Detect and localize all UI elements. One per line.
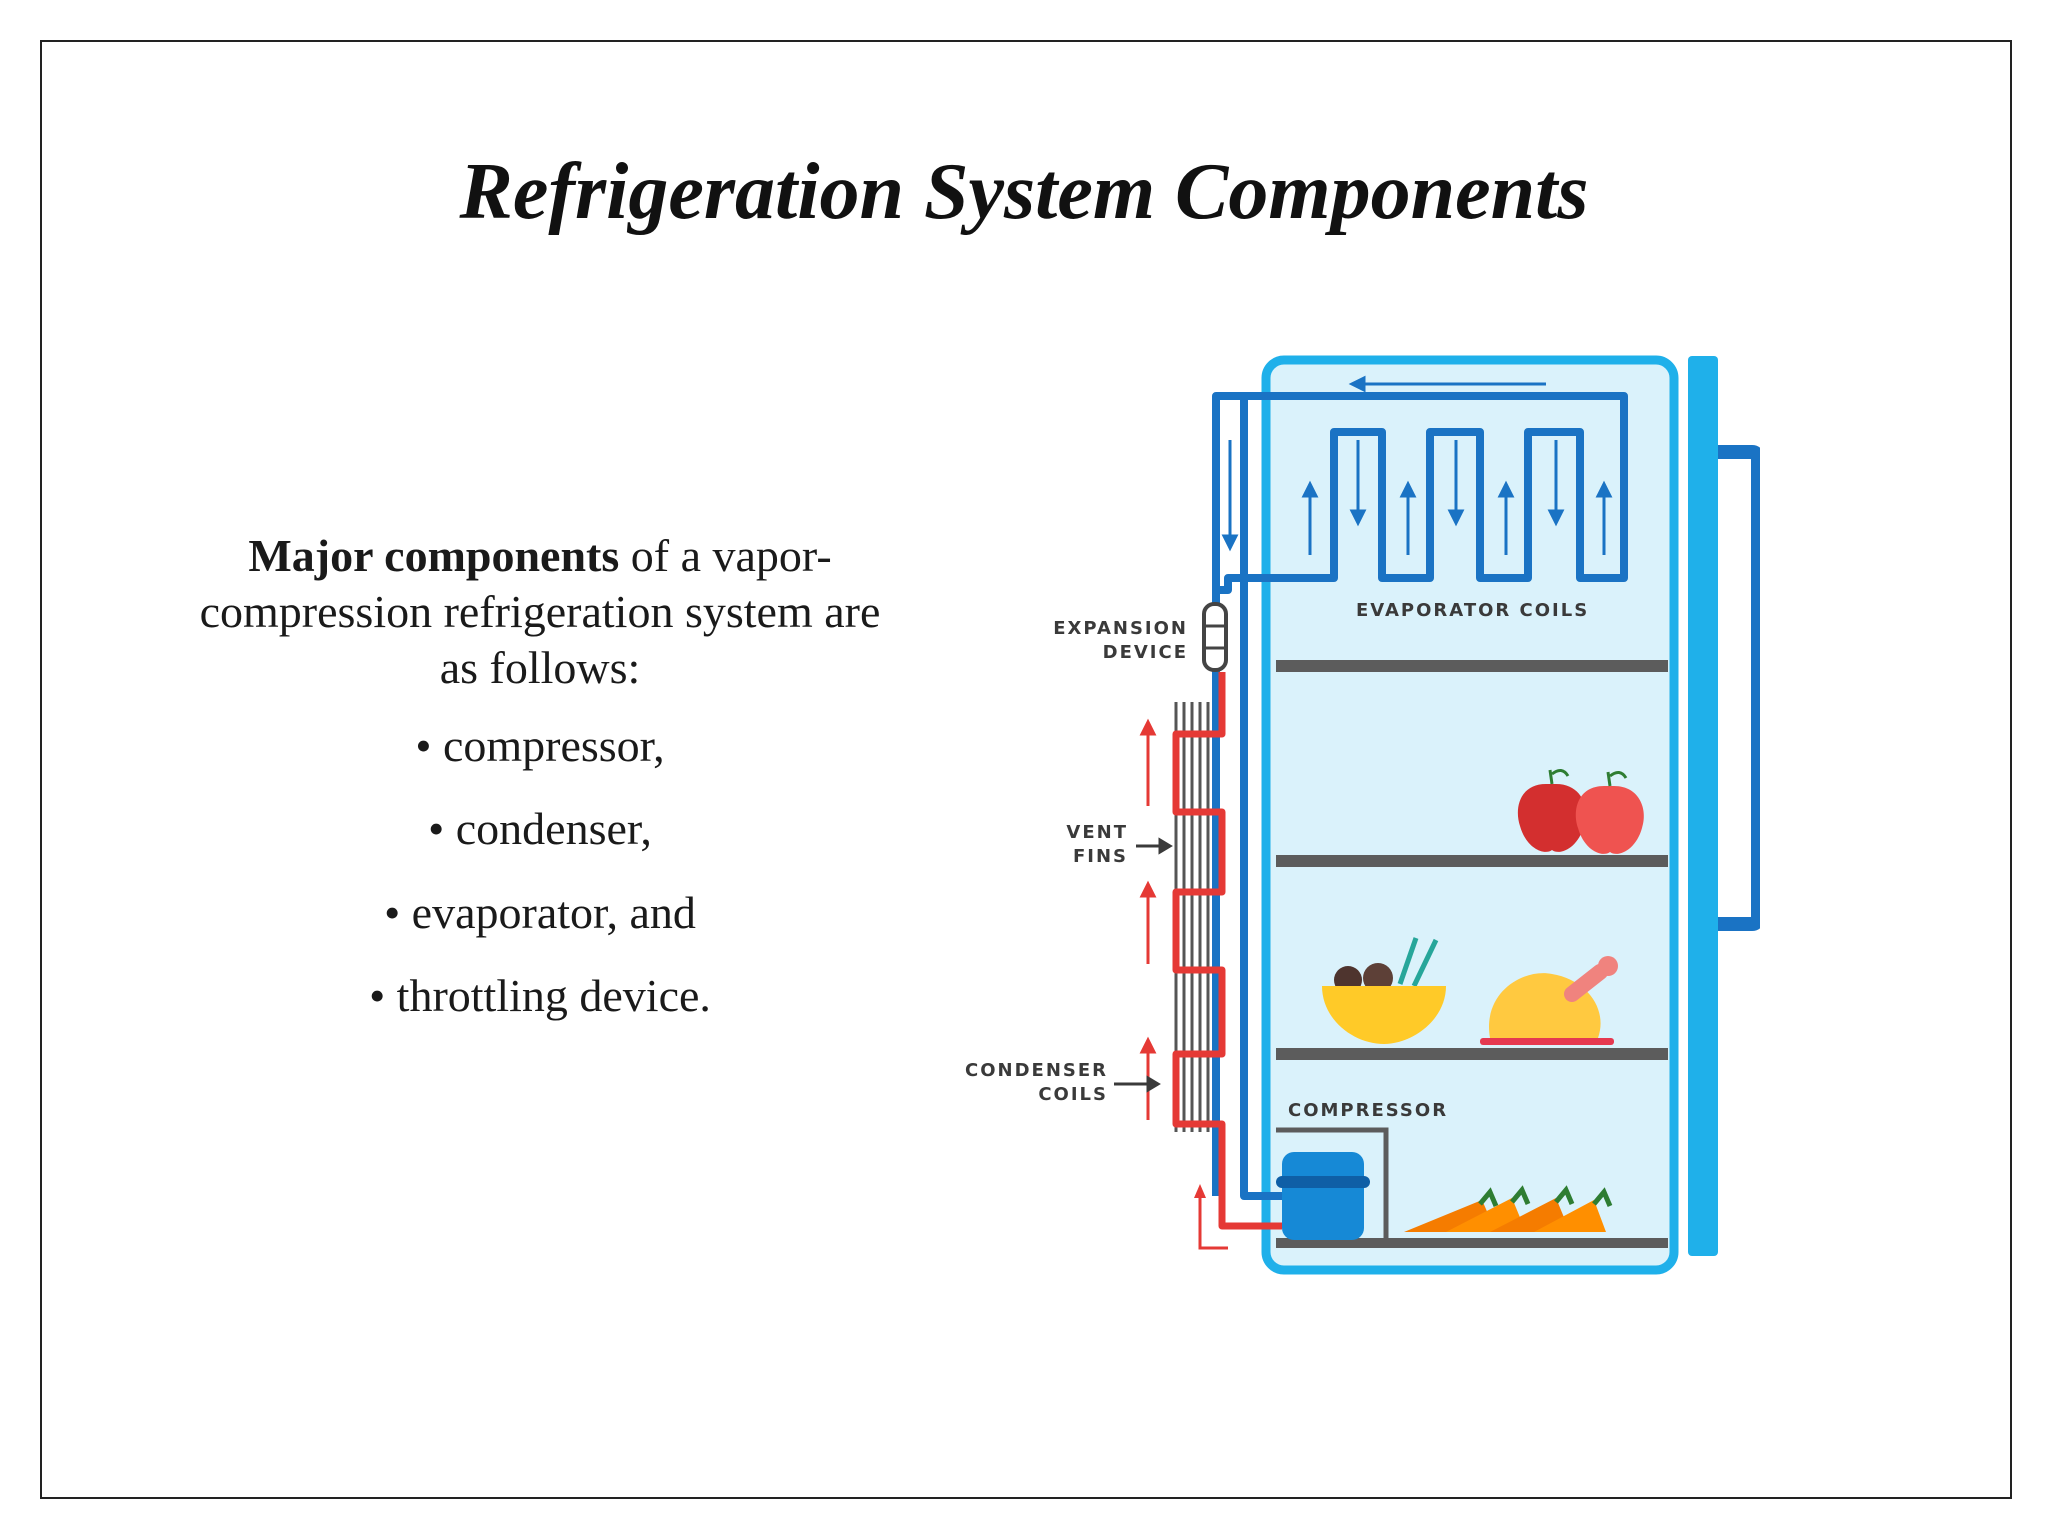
- expansion-device-label: EXPANSION: [1053, 618, 1188, 639]
- evaporator-coils: [1212, 392, 1628, 1196]
- component-item: evaporator, and: [180, 885, 900, 941]
- bowl-icon: [1322, 937, 1446, 1044]
- fridge-handle: [1718, 445, 1760, 931]
- condenser-flow-arrows: [1139, 718, 1157, 1120]
- suction-pipe: [1240, 396, 1282, 1200]
- expansion-device-label: DEVICE: [1103, 642, 1188, 663]
- refrigerator-diagram: EVAPORATOR COILS EXPANSION DEVICE VENT F…: [965, 355, 1760, 1275]
- shelf: [1276, 1048, 1668, 1060]
- compressor-label: COMPRESSOR: [1288, 1100, 1448, 1121]
- intro-paragraph: Major components of a vapor-compression …: [180, 528, 900, 696]
- condenser-coils: [1172, 672, 1282, 1230]
- intro-bold-text: Major components: [248, 530, 620, 581]
- intro-text: of a vapor-compression refrigeration sys…: [199, 530, 881, 694]
- vent-fins-label: FINS: [1073, 846, 1128, 867]
- compressor-bay: [1276, 1127, 1389, 1240]
- evaporator-flow-arrows: [1221, 375, 1613, 555]
- expansion-device: [1202, 602, 1228, 672]
- component-list: compressor, condenser, evaporator, and t…: [180, 718, 900, 1023]
- slide-title: Refrigeration System Components: [459, 148, 1589, 236]
- label-pointer-arrows: [1114, 837, 1173, 1093]
- text-column: Major components of a vapor-compression …: [180, 528, 900, 1051]
- shelf: [1276, 1238, 1668, 1248]
- compressor-icon: [1276, 1152, 1370, 1240]
- carrot-icon: [1404, 1185, 1613, 1232]
- fridge-door: [1688, 356, 1718, 1256]
- vent-fins-label: VENT: [1066, 822, 1128, 843]
- condenser-coils-label: CONDENSER: [965, 1060, 1108, 1081]
- vent-fins: [1174, 702, 1210, 1132]
- condenser-coils-label: COILS: [1038, 1084, 1108, 1105]
- evaporator-coils-label: EVAPORATOR COILS: [1356, 600, 1589, 621]
- component-item: condenser,: [180, 801, 900, 857]
- apple-icon: [1575, 771, 1644, 854]
- component-item: throttling device.: [180, 968, 900, 1024]
- shelf: [1276, 855, 1668, 867]
- roast-chicken-icon: [1480, 956, 1618, 1045]
- apple-icon: [1517, 769, 1586, 852]
- slide-frame: [40, 40, 2012, 1499]
- component-item: compressor,: [180, 718, 900, 774]
- discharge-pipe: [1198, 1196, 1228, 1250]
- shelf: [1276, 660, 1668, 672]
